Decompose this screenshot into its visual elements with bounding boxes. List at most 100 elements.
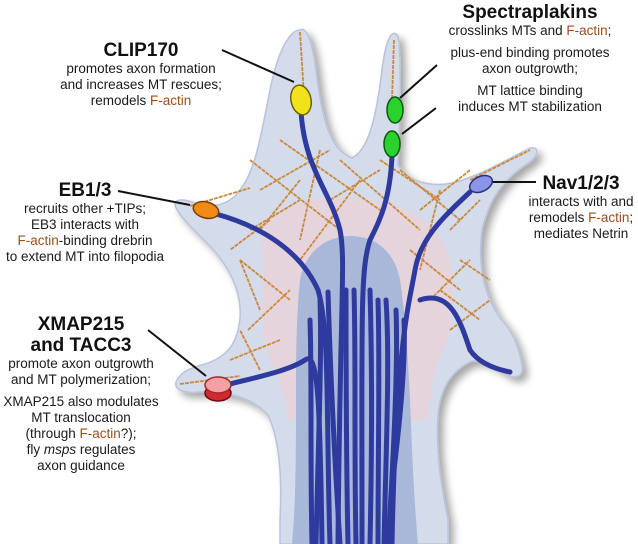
f-actin-filament — [459, 259, 491, 281]
eb13-title: EB1/3 — [58, 180, 112, 201]
f-actin-filament — [239, 259, 291, 301]
description-line: axon guidance — [0, 458, 162, 474]
description-line: axon outgrowth; — [424, 61, 636, 77]
f-actin-filament — [299, 31, 305, 97]
text-span: remodels — [90, 93, 150, 108]
description-line: EB3 interacts with — [0, 217, 170, 233]
text-span: (through — [25, 426, 80, 441]
f-actin-filament — [469, 149, 531, 181]
text-span: fly — [26, 442, 44, 457]
text-span: and increases MT rescues; — [60, 77, 222, 92]
f-actin-filament — [329, 169, 381, 201]
f-actin-filament — [239, 329, 261, 371]
description-line: XMAP215 also modulates — [0, 394, 162, 410]
f-actin-filament — [339, 159, 421, 231]
microtubule — [381, 297, 391, 544]
text-span: induces MT stabilization — [458, 99, 602, 114]
text-span: EB3 interacts with — [30, 217, 140, 232]
text-span: crosslinks MTs and — [448, 23, 567, 38]
description-line: MT translocation — [0, 410, 162, 426]
description-line: crosslinks MTs and F-actin; — [424, 23, 636, 39]
text-span: msps — [43, 442, 77, 457]
microtubule — [367, 287, 374, 544]
f-actin-filament — [391, 39, 395, 101]
leader-clip170 — [221, 49, 295, 83]
text-span: ; — [629, 210, 634, 225]
f-actin-term: F-actin — [79, 426, 121, 441]
f-actin-filament — [299, 179, 361, 261]
microtubule — [313, 297, 324, 544]
f-actin-filament — [419, 169, 471, 211]
description-line: (through F-actin?); — [0, 426, 162, 442]
f-actin-term: F-actin — [150, 93, 192, 108]
text-span: recruits other +TIPs; — [24, 201, 146, 216]
text-span: MT lattice binding — [477, 83, 583, 98]
leader-lines — [117, 49, 536, 377]
f-actin-term: F-actin — [17, 233, 59, 248]
f-actin-filament — [449, 199, 481, 231]
text-span: mediates Netrin — [533, 226, 629, 241]
text-span: -binding drebrin — [58, 233, 153, 248]
f-actin-filament — [429, 259, 471, 301]
markers — [192, 84, 494, 402]
text-span: ; — [607, 23, 612, 38]
microtubule — [391, 317, 407, 473]
f-actin-filament — [249, 159, 341, 231]
text-span: axon outgrowth; — [481, 61, 579, 76]
description-line: to extend MT into filopodia — [0, 249, 170, 265]
f-actin-filament — [279, 139, 381, 211]
leader-xmap215 — [147, 329, 207, 377]
microtubule — [375, 297, 382, 544]
f-actin-filament — [419, 189, 441, 271]
text-span: plus-end binding promotes — [450, 45, 610, 60]
microtubule — [325, 289, 343, 544]
leader-spectraplakin-lattice — [401, 107, 437, 135]
f-actin-filament — [299, 149, 321, 241]
description-line: promotes axon formation — [46, 61, 236, 77]
label-spectraplakins: Spectraplakins crosslinks MTs and F-acti… — [424, 2, 636, 115]
spectraplakins-title: Spectraplakins — [462, 2, 598, 23]
nav-marker — [468, 174, 494, 194]
description-line: interacts with and — [524, 194, 638, 210]
f-actin-filament — [229, 339, 281, 361]
text-span: remodels — [528, 210, 589, 225]
spectraplakins-description: crosslinks MTs and F-actin; plus-end bind… — [424, 23, 636, 115]
xmap215-title-line-1: XMAP215 — [37, 314, 125, 335]
eb13-marker — [192, 200, 220, 220]
f-actin-filament — [439, 289, 481, 321]
microtubule — [298, 109, 346, 544]
text-span: interacts with and — [528, 194, 634, 209]
microtubule — [343, 287, 351, 544]
leader-spectraplakin-plus-end — [399, 64, 438, 99]
description-line: MT lattice binding — [424, 83, 636, 99]
microtubule — [307, 317, 315, 544]
description-line: promote axon outgrowth — [0, 356, 162, 372]
spectraplakin-marker-upper — [386, 96, 404, 124]
description-line: remodels F-actin — [46, 93, 236, 109]
text-span: and MT polymerization; — [10, 372, 152, 387]
text-span: promotes axon formation — [66, 61, 216, 76]
xmap215-marker-top — [204, 376, 232, 394]
microtubule — [417, 295, 513, 375]
description-line: and MT polymerization; — [0, 372, 162, 388]
microtubule — [351, 287, 359, 544]
f-actin-filament — [247, 289, 291, 331]
f-actin-term: F-actin — [566, 23, 608, 38]
f-actin-filament — [449, 299, 491, 331]
text-span: to extend MT into filopodia — [5, 249, 165, 264]
text-span: XMAP215 also modulates — [3, 394, 159, 409]
description-line: fly msps regulates — [0, 442, 162, 458]
f-actin-filament — [249, 199, 301, 231]
text-span: regulates — [76, 442, 136, 457]
description-line: plus-end binding promotes — [424, 45, 636, 61]
nav-title: Nav1/2/3 — [542, 173, 620, 194]
f-actin-network — [179, 31, 531, 385]
xmap215-title-line-2: and TACC3 — [30, 335, 132, 356]
f-actin-filament — [239, 259, 261, 311]
spectraplakin-marker-lower — [383, 130, 401, 158]
